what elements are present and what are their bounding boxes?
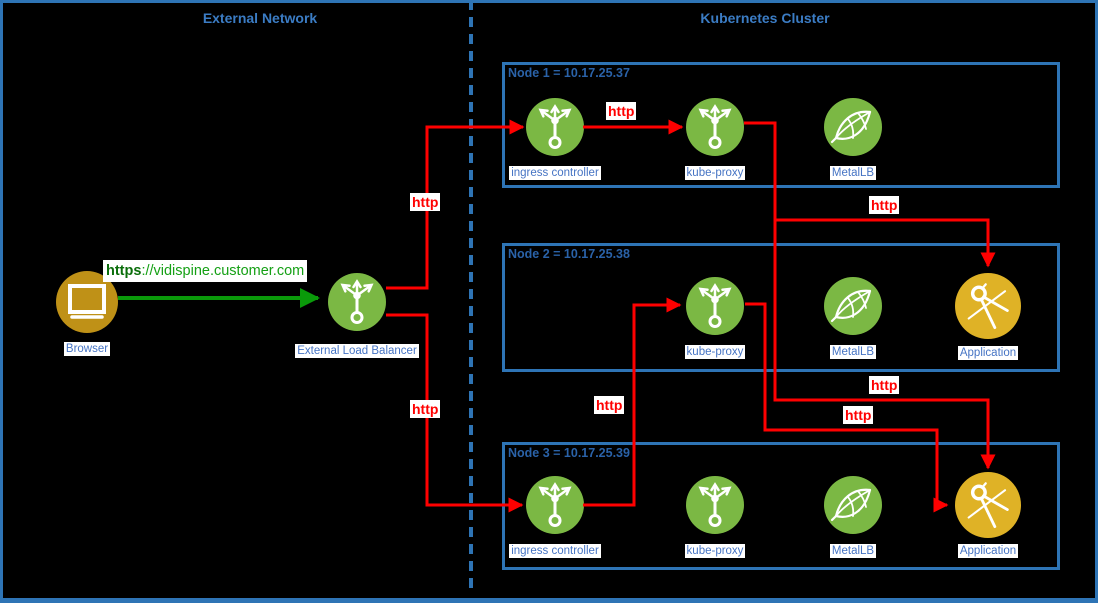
node3-kube-proxy-label-wrap: kube-proxy xyxy=(625,541,805,559)
component-label: kube-proxy xyxy=(684,544,746,558)
elb-label-wrap: External Load Balancer xyxy=(267,341,447,359)
node3-metallb-node xyxy=(824,476,882,534)
kubernetes-cluster-title: Kubernetes Cluster xyxy=(700,10,830,26)
node2-application-label-wrap: Application xyxy=(898,343,1078,361)
node3-kube-proxy-node xyxy=(686,476,744,534)
node2-application-node xyxy=(955,273,1021,339)
browser-label: Browser xyxy=(63,342,111,356)
node1-title: Node 1 = 10.17.25.37 xyxy=(508,66,630,80)
http-label-node1-ingress-kube: http xyxy=(606,102,637,120)
elb-label: External Load Balancer xyxy=(295,344,419,358)
node1-metallb-node xyxy=(824,98,882,156)
url-scheme: https xyxy=(106,263,142,279)
component-label: MetalLB xyxy=(829,166,877,180)
http-label-elb-node1: http xyxy=(410,193,441,211)
metallb-icon xyxy=(830,289,872,323)
metallb-icon xyxy=(830,488,872,522)
external-network-title: External Network xyxy=(202,10,318,26)
http-label-to-node2-app: http xyxy=(869,196,900,214)
application-icon xyxy=(967,482,1009,529)
external-load-balancer-node xyxy=(328,273,386,331)
node1-kube-proxy-node xyxy=(686,98,744,156)
node1-kube-proxy-label-wrap: kube-proxy xyxy=(625,163,805,181)
node3-metallb-label-wrap: MetalLB xyxy=(763,541,943,559)
component-label: kube-proxy xyxy=(684,345,746,359)
load-balancer-icon xyxy=(340,279,374,324)
node2-kube-proxy-node xyxy=(686,277,744,335)
load-balancer-icon xyxy=(698,283,732,328)
node3-title: Node 3 = 10.17.25.39 xyxy=(508,446,630,460)
http-label-to-node3-app-top: http xyxy=(869,376,900,394)
node2-title: Node 2 = 10.17.25.38 xyxy=(508,247,630,261)
node1-ingress-controller-node xyxy=(526,98,584,156)
node3-application-label-wrap: Application xyxy=(898,541,1078,559)
component-label: Application xyxy=(957,544,1019,558)
component-label: Application xyxy=(957,346,1019,360)
component-label: ingress controller xyxy=(509,166,601,180)
application-icon xyxy=(967,283,1009,330)
browser-label-wrap: Browser xyxy=(0,339,177,357)
component-label: MetalLB xyxy=(829,544,877,558)
http-label-node2-kube-node3-app: http xyxy=(843,406,874,424)
http-label-node3-ingress-node2-kube: http xyxy=(594,396,625,414)
browser-icon xyxy=(68,284,106,319)
node3-ingress-controller-node xyxy=(526,476,584,534)
node3-ingress-label-wrap: ingress controller xyxy=(465,541,645,559)
node1-metallb-label-wrap: MetalLB xyxy=(763,163,943,181)
load-balancer-icon xyxy=(698,104,732,149)
node2-metallb-node xyxy=(824,277,882,335)
component-label: kube-proxy xyxy=(684,166,746,180)
node1-ingress-label-wrap: ingress controller xyxy=(465,163,645,181)
metallb-icon xyxy=(830,110,872,144)
url-rest: ://vidispine.customer.com xyxy=(141,263,305,279)
node2-kube-proxy-label-wrap: kube-proxy xyxy=(625,342,805,360)
node3-application-node xyxy=(955,472,1021,538)
http-label-elb-node3: http xyxy=(410,400,441,418)
load-balancer-icon xyxy=(538,104,572,149)
load-balancer-icon xyxy=(698,482,732,527)
https-url-label: https://vidispine.customer.com xyxy=(103,260,308,282)
component-label: MetalLB xyxy=(829,345,877,359)
load-balancer-icon xyxy=(538,482,572,527)
component-label: ingress controller xyxy=(509,544,601,558)
